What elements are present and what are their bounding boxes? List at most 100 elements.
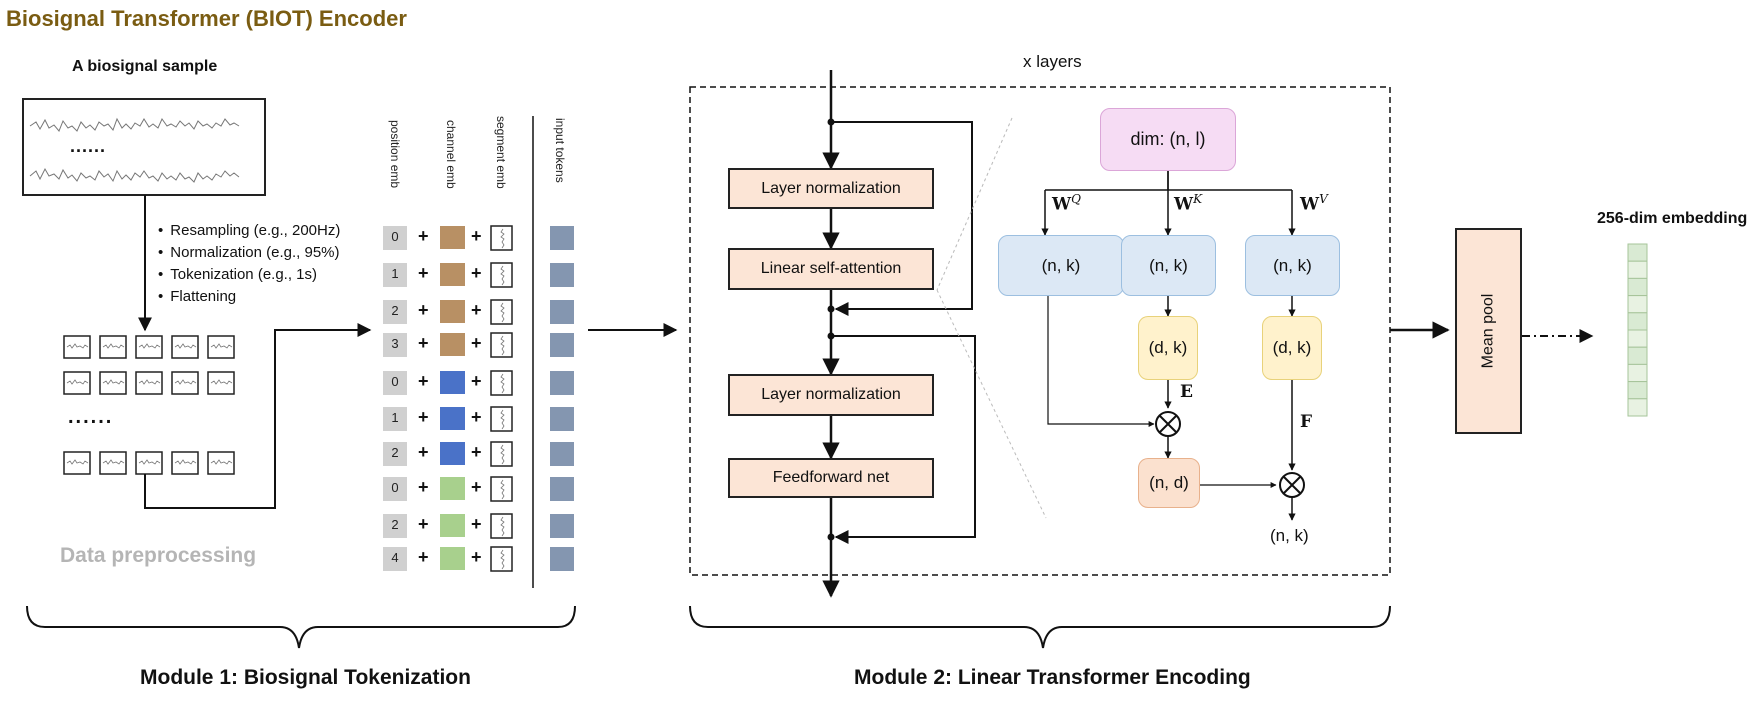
position-emb-box: [383, 477, 407, 501]
plus-sign: +: [471, 263, 482, 283]
position-index: 2: [391, 303, 399, 318]
embedding-cell: [1627, 329, 1648, 348]
attention-output-label: (n, k): [1270, 526, 1309, 545]
module-1-label: Module 1: Biosignal Tokenization: [140, 666, 471, 689]
plus-sign: +: [471, 407, 482, 427]
channel-emb-box: [440, 333, 465, 356]
step-item: Resampling (e.g., 200Hz): [158, 220, 340, 242]
plus-sign: +: [471, 300, 482, 320]
embedding-vector: [1627, 243, 1648, 417]
segments-ellipsis: ......: [68, 406, 114, 428]
position-emb-box: [383, 226, 407, 250]
input-token-box: [550, 300, 574, 324]
segment-emb-box: [490, 476, 513, 502]
segment-emb-box: [490, 406, 513, 432]
channel-emb-box: [440, 477, 465, 500]
position-index: 2: [391, 517, 399, 532]
channel-emb-box: [440, 442, 465, 465]
position-index: 2: [391, 445, 399, 460]
brace-module-2: [689, 605, 1391, 649]
channel-emb-box: [440, 547, 465, 570]
embedding-cell: [1627, 398, 1648, 417]
position-index: 1: [391, 410, 399, 425]
signal-segment: [63, 371, 91, 395]
segment-emb-box: [490, 513, 513, 539]
input-token-box: [550, 442, 574, 466]
signal-segment: [135, 371, 163, 395]
projected-key-box: (d, k): [1138, 316, 1198, 380]
segment-emb-box: [490, 441, 513, 467]
channel-emb-box: [440, 514, 465, 537]
diagram-title: Biosignal Transformer (BIOT) Encoder: [6, 6, 407, 31]
intermediate-box: (n, d): [1138, 458, 1200, 508]
plus-sign: +: [418, 263, 429, 283]
position-emb-box: [383, 300, 407, 324]
position-emb-box: [383, 407, 407, 431]
wk-label: WK: [1174, 192, 1203, 215]
preprocessing-steps: Resampling (e.g., 200Hz) Normalization (…: [158, 220, 340, 308]
projected-value-box: (d, k): [1262, 316, 1322, 380]
input-token-box: [550, 407, 574, 431]
segment-emb-box: [490, 370, 513, 396]
plus-sign: +: [418, 547, 429, 567]
input-token-box: [550, 333, 574, 357]
plus-sign: +: [418, 514, 429, 534]
segment-emb-header: segment emb: [494, 116, 508, 189]
signal-segment: [207, 371, 235, 395]
channel-emb-box: [440, 371, 465, 394]
plus-sign: +: [471, 547, 482, 567]
input-token-box: [550, 547, 574, 571]
step-item: Flattening: [158, 286, 340, 308]
f-projection-label: F: [1300, 412, 1313, 432]
channel-emb-box: [440, 407, 465, 430]
plus-sign: +: [418, 300, 429, 320]
embedding-label: 256-dim embedding: [1597, 210, 1747, 227]
signal-segment: [207, 335, 235, 359]
layer-norm-block-2: Layer normalization: [728, 374, 934, 416]
position-index: 0: [391, 374, 399, 389]
plus-sign: +: [471, 371, 482, 391]
plus-sign: +: [471, 442, 482, 462]
signal-segment: [135, 451, 163, 475]
diagram-connectors: [22, 70, 1648, 649]
channel-emb-box: [440, 226, 465, 249]
signal-segment: [99, 371, 127, 395]
token-rows: [383, 225, 574, 572]
position-emb-header: position emb: [388, 120, 402, 189]
embedding-cell: [1627, 243, 1648, 262]
position-index: 1: [391, 266, 399, 281]
signal-segment: [171, 371, 199, 395]
position-index: 4: [391, 550, 399, 565]
signal-segment: [207, 451, 235, 475]
plus-sign: +: [418, 442, 429, 462]
embedding-cell: [1627, 363, 1648, 383]
position-emb-box: [383, 263, 407, 287]
wv-label: WV: [1300, 192, 1328, 215]
position-index: 0: [391, 480, 399, 495]
signal-segment: [99, 451, 127, 475]
input-dim-box: dim: (n, l): [1100, 108, 1236, 171]
brace-module-1: [26, 605, 576, 649]
position-emb-box: [383, 514, 407, 538]
segment-grid: [63, 335, 235, 475]
feedforward-block: Feedforward net: [728, 458, 934, 498]
plus-sign: +: [471, 333, 482, 353]
layer-norm-block-1: Layer normalization: [728, 168, 934, 209]
data-preprocessing-label: Data preprocessing: [60, 544, 257, 567]
embedding-cell: [1627, 295, 1648, 314]
input-token-box: [550, 514, 574, 538]
position-emb-box: [383, 333, 407, 357]
plus-sign: +: [471, 477, 482, 497]
module-2-label: Module 2: Linear Transformer Encoding: [854, 666, 1251, 689]
embedding-cell: [1627, 346, 1648, 365]
input-token-box: [550, 226, 574, 250]
channel-emb-box: [440, 300, 465, 323]
position-emb-box: [383, 371, 407, 395]
signal-segment: [135, 335, 163, 359]
self-attention-block: Linear self-attention: [728, 248, 934, 290]
plus-sign: +: [418, 226, 429, 246]
mean-pool-block: Mean pool: [1455, 228, 1522, 434]
step-item: Normalization (e.g., 95%): [158, 242, 340, 264]
segment-emb-box: [490, 225, 513, 251]
position-emb-box: [383, 547, 407, 571]
